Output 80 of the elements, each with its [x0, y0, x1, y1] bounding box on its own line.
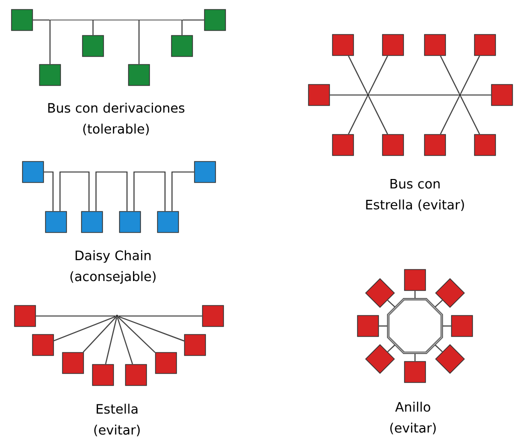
ring-octagon [387, 298, 443, 354]
device-diamond [435, 344, 465, 374]
caption-text: Bus con Estrella (evitar) [366, 178, 464, 212]
device-square [382, 134, 404, 156]
device-square [202, 305, 224, 327]
connection-line [95, 171, 128, 212]
connection-line [368, 56, 388, 94]
connection-line [348, 56, 368, 94]
connection-line [105, 317, 118, 364]
device-square [81, 211, 103, 233]
caption-text: Bus con derivaciones (tolerable) [48, 102, 184, 136]
device-square [45, 211, 67, 233]
device-square [11, 9, 33, 31]
connection-line [440, 56, 460, 94]
connection-line [82, 316, 116, 352]
connection-line [368, 96, 388, 134]
connection-line [138, 20, 140, 64]
connection-line [44, 171, 54, 212]
device-square [404, 361, 426, 383]
device-square [14, 305, 36, 327]
connection-line [32, 19, 50, 21]
connection-line [49, 20, 51, 64]
connection-line [434, 300, 443, 308]
device-square [119, 211, 141, 233]
device-square [32, 334, 54, 356]
connection-line [330, 94, 367, 96]
connection-line [54, 316, 116, 342]
connection-line [171, 171, 194, 212]
device-square [382, 34, 404, 56]
device-square [171, 35, 193, 57]
caption-text: Daisy Chain (aconsejable) [70, 250, 156, 284]
device-square [39, 64, 61, 86]
connection-line [118, 316, 156, 353]
device-square [424, 34, 446, 56]
device-square [404, 269, 426, 291]
connection-line [118, 316, 184, 342]
connection-line [460, 96, 480, 134]
device-square [308, 84, 330, 106]
device-square [474, 34, 496, 56]
device-diamond [365, 278, 395, 308]
device-square [424, 134, 446, 156]
device-square [125, 364, 147, 386]
connection-line [461, 94, 492, 96]
connection-line [460, 56, 480, 94]
device-square [491, 84, 513, 106]
device-diamond [365, 344, 395, 374]
connection-line [440, 96, 460, 134]
connection-line [181, 20, 183, 36]
device-square [451, 315, 473, 337]
device-square [204, 9, 226, 31]
connection-line [387, 344, 396, 352]
connection-line [378, 325, 388, 327]
device-square [157, 211, 179, 233]
connection-line [348, 96, 368, 134]
connection-line [369, 94, 459, 96]
device-square [194, 161, 216, 183]
device-square [474, 134, 496, 156]
connection-line [434, 344, 443, 352]
device-diamond [435, 278, 465, 308]
device-square [332, 34, 354, 56]
connection-line [133, 171, 166, 212]
caption-text: Estella (evitar) [94, 404, 140, 436]
device-square [155, 352, 177, 374]
connection-line [387, 300, 396, 308]
device-square [22, 161, 44, 183]
connection-line [116, 317, 134, 364]
connection-line [182, 19, 204, 21]
device-square [128, 64, 150, 86]
connection-line [36, 315, 116, 317]
device-square [332, 134, 354, 156]
device-square [92, 364, 114, 386]
connection-line [59, 171, 90, 212]
device-square [82, 35, 104, 57]
device-square [357, 315, 379, 337]
connection-line [92, 20, 94, 36]
connection-line [118, 315, 202, 317]
connection-line [442, 325, 452, 327]
device-square [184, 334, 206, 356]
caption-text: Anillo (evitar) [390, 402, 436, 434]
device-square [62, 352, 84, 374]
